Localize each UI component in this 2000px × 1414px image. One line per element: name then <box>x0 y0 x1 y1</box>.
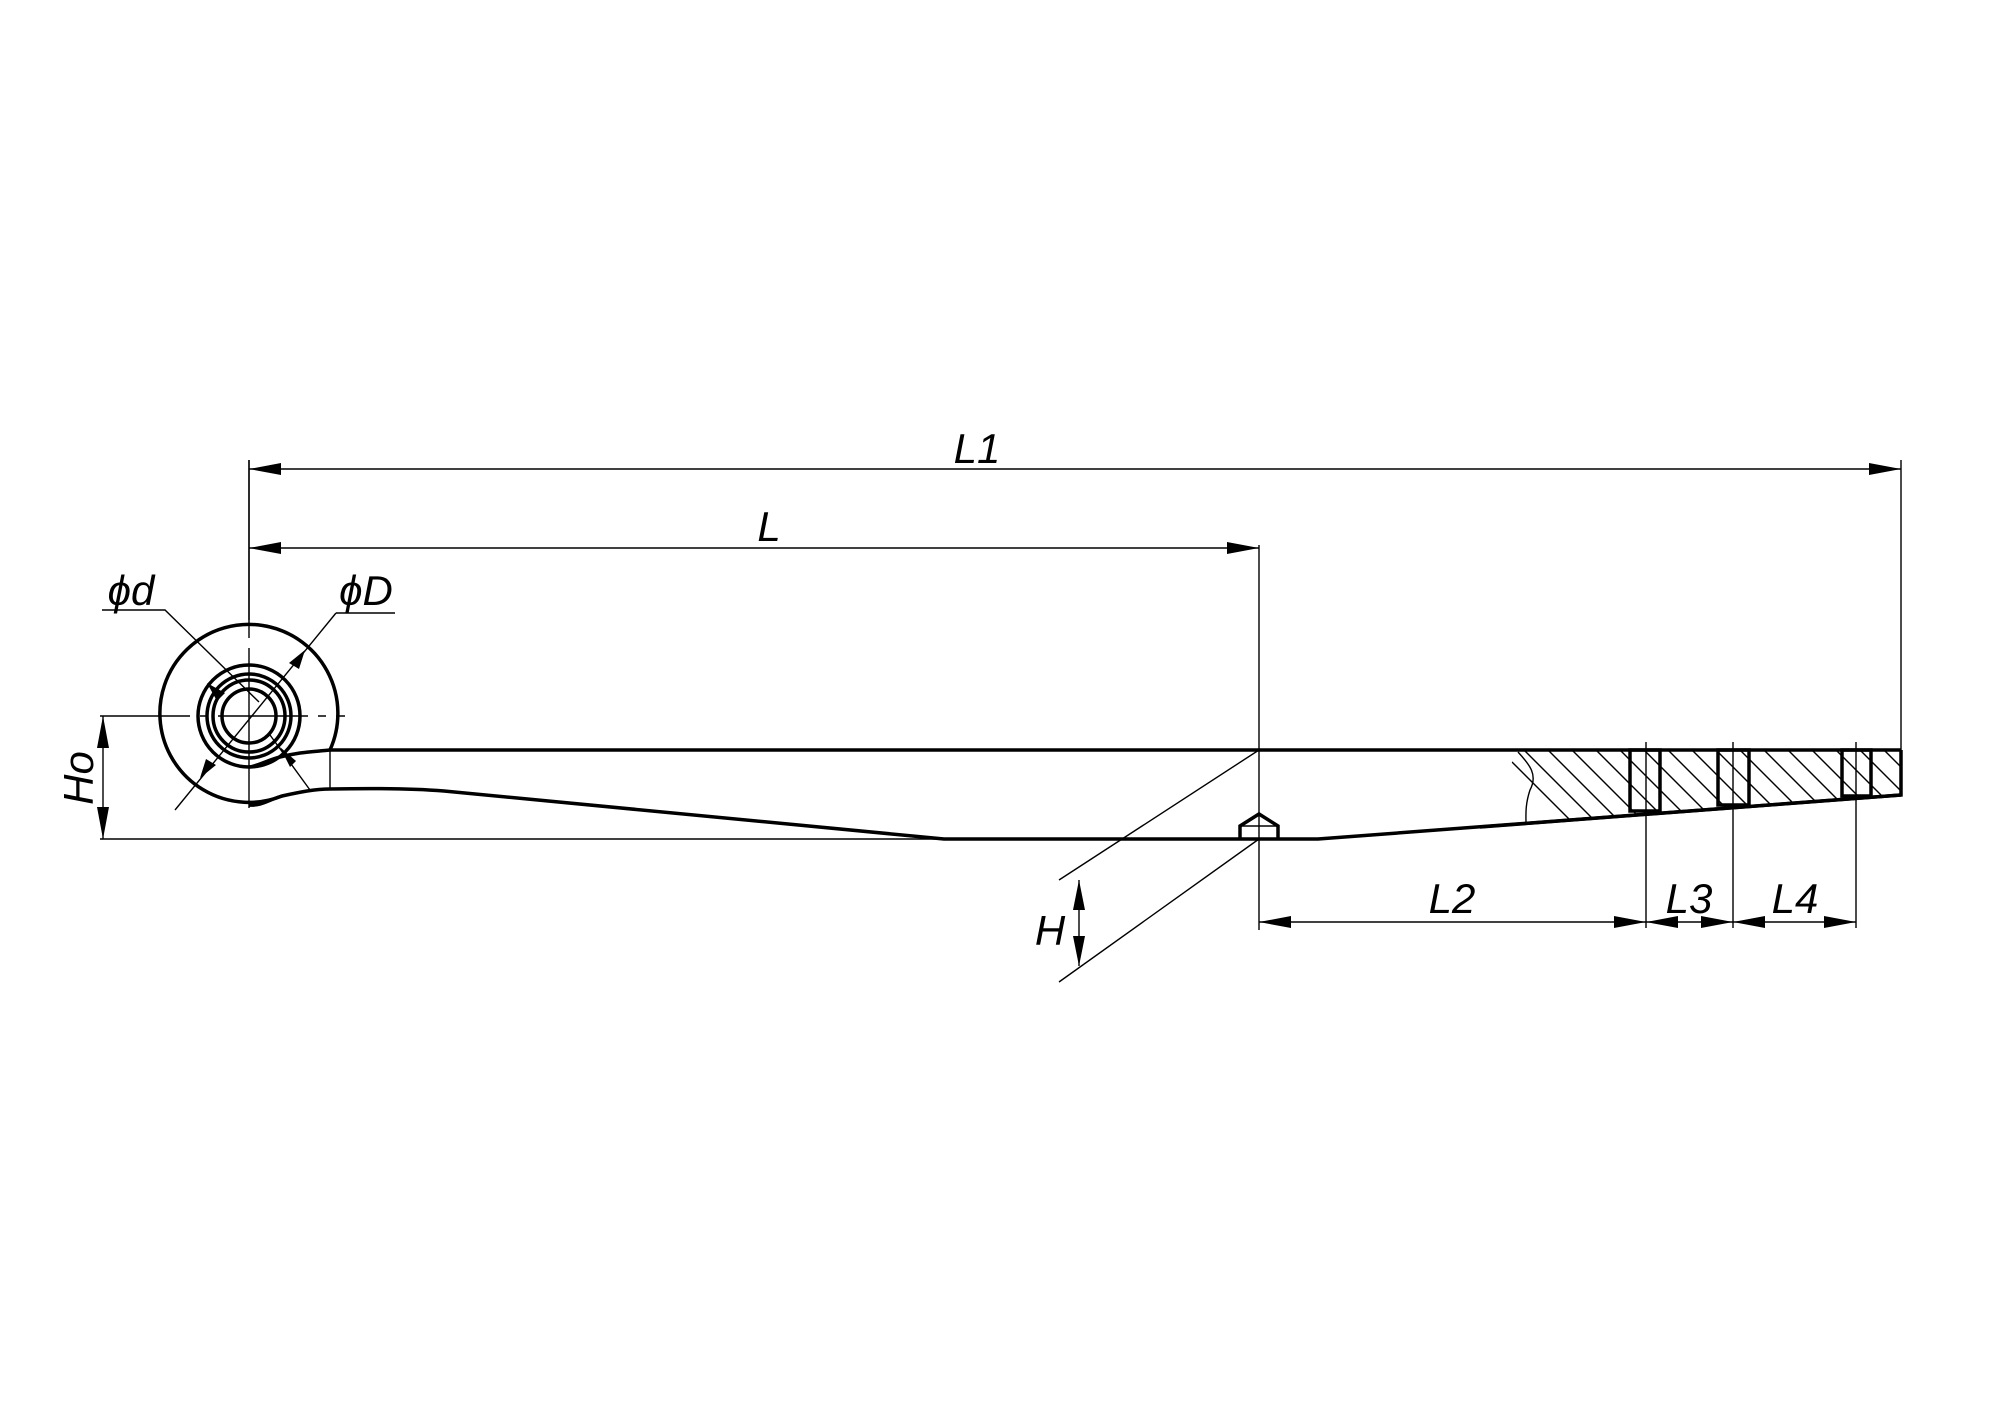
dimension-diameters: ϕd ϕD <box>102 567 395 811</box>
dimension-Ho: Ho <box>55 716 944 840</box>
hatch-line <box>1835 750 1901 827</box>
dimension-H: H <box>1035 749 1260 983</box>
eye-outer-circle <box>158 622 340 805</box>
hatch-line <box>1763 750 1845 827</box>
label-L2: L2 <box>1429 875 1476 922</box>
hatch-line <box>1523 750 1605 827</box>
label-D: ϕD <box>339 567 393 614</box>
hatch-line <box>1715 750 1797 827</box>
label-d: ϕd <box>108 567 156 614</box>
label-L3: L3 <box>1666 875 1713 922</box>
hatch-line <box>1811 750 1893 827</box>
label-L4: L4 <box>1772 875 1819 922</box>
hatch-line <box>1691 750 1773 827</box>
label-L: L <box>757 503 780 550</box>
section-hatching <box>1479 748 2000 830</box>
hatch-line <box>1908 750 1988 830</box>
hatch-line <box>1859 750 1901 827</box>
spring-eye <box>100 460 345 815</box>
hatch-line <box>1499 750 1581 827</box>
dimension-L1: L1 <box>248 425 1902 750</box>
dimension-L: L <box>249 503 1260 930</box>
hatch-line <box>1932 750 2000 830</box>
label-H: H <box>1035 907 1066 954</box>
label-Ho: Ho <box>55 751 102 805</box>
hatch-line <box>1883 750 1901 827</box>
hatch-line <box>1956 750 2000 830</box>
label-L1: L1 <box>954 425 1001 472</box>
hatch-line <box>1667 750 1749 827</box>
hatch-line <box>1643 750 1725 827</box>
hatch-line <box>1739 750 1821 827</box>
dimension-L2-L3-L4: L2 L3 L4 <box>1259 742 1857 928</box>
